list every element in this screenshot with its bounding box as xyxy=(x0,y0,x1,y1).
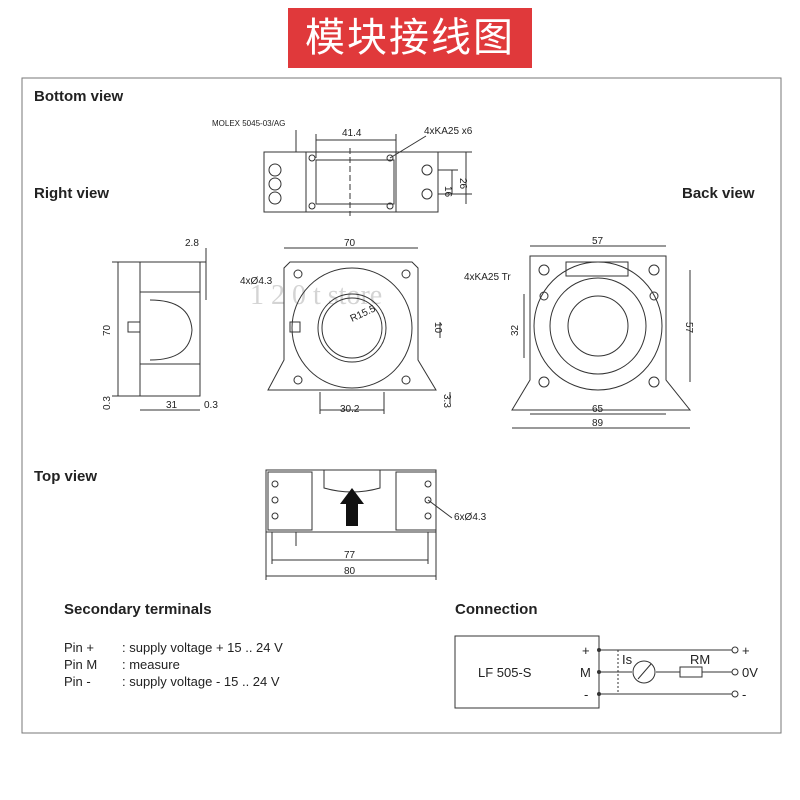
dim-screws-bottom: 4xKA25 x6 xyxy=(424,126,473,137)
back-view-label: Back view xyxy=(682,185,755,202)
out-minus: - xyxy=(742,687,746,702)
terminal-pin-minus: Pin - xyxy=(64,674,91,689)
conn-pin-plus: + xyxy=(582,643,590,658)
dim-77: 77 xyxy=(344,550,356,561)
dim-70-front: 70 xyxy=(344,238,356,249)
dim-65: 65 xyxy=(592,404,604,415)
front-view-drawing xyxy=(267,247,451,414)
pin-dot-plus xyxy=(597,648,601,652)
terminal-pin-m: Pin M xyxy=(64,657,97,672)
right-view-drawing xyxy=(112,248,207,411)
rm-label: RM xyxy=(690,652,710,667)
dim-2-8: 2.8 xyxy=(185,238,199,249)
dim-41-4: 41.4 xyxy=(342,128,362,139)
direction-arrow-icon xyxy=(340,488,364,526)
dim-16: 16 xyxy=(442,186,453,198)
model-label: LF 505-S xyxy=(478,665,532,680)
dim-70-right: 70 xyxy=(102,324,113,336)
drawing-frame xyxy=(21,77,782,734)
title-text: 模块接线图 xyxy=(305,15,515,61)
title-banner: 模块接线图 xyxy=(288,8,532,68)
top-view-label: Top view xyxy=(34,468,97,485)
is-label: Is xyxy=(622,652,633,667)
dim-holes-front: 4xØ4.3 xyxy=(240,276,273,287)
dim-89: 89 xyxy=(592,418,604,429)
connection-schematic xyxy=(454,635,739,709)
conn-pin-m: M xyxy=(580,665,591,680)
watermark: 1 2 0 t store xyxy=(250,280,382,311)
conn-pin-minus: - xyxy=(584,687,588,702)
dim-screws-back: 4xKA25 Tr xyxy=(464,272,511,283)
dim-31: 31 xyxy=(166,400,178,411)
dim-80: 80 xyxy=(344,566,356,577)
dim-57-side: 57 xyxy=(683,322,694,334)
terminal-desc-m: : measure xyxy=(122,657,180,672)
secondary-terminals-title: Secondary terminals xyxy=(64,601,212,618)
out-plus: + xyxy=(742,643,750,658)
terminal-pin-plus: Pin + xyxy=(64,640,94,655)
top-view-drawing xyxy=(265,469,453,580)
pin-dot-m xyxy=(597,670,601,674)
right-view-label: Right view xyxy=(34,185,109,202)
pin-dot-minus xyxy=(597,692,601,696)
molex-label: MOLEX 5045-03/AG xyxy=(212,119,285,128)
dim-0-3-left: 0.3 xyxy=(102,396,113,410)
dim-10: 10 xyxy=(432,322,443,334)
out-0v: 0V xyxy=(742,665,758,680)
dim-26: 26 xyxy=(457,178,468,190)
dim-3-3: 3.3 xyxy=(441,394,452,408)
dim-57-top: 57 xyxy=(592,236,604,247)
dim-30-2: 30.2 xyxy=(340,404,360,415)
bottom-view-label: Bottom view xyxy=(34,88,124,105)
dim-holes-top: 6xØ4.3 xyxy=(454,512,487,523)
back-view-drawing xyxy=(511,245,692,429)
terminal-desc-plus: : supply voltage + 15 .. 24 V xyxy=(122,640,283,655)
terminal-desc-minus: : supply voltage - 15 .. 24 V xyxy=(122,674,280,689)
bottom-view-drawing xyxy=(263,130,472,216)
dim-0-3-right: 0.3 xyxy=(204,400,218,411)
dim-32: 32 xyxy=(510,324,521,336)
connection-title: Connection xyxy=(455,601,538,618)
